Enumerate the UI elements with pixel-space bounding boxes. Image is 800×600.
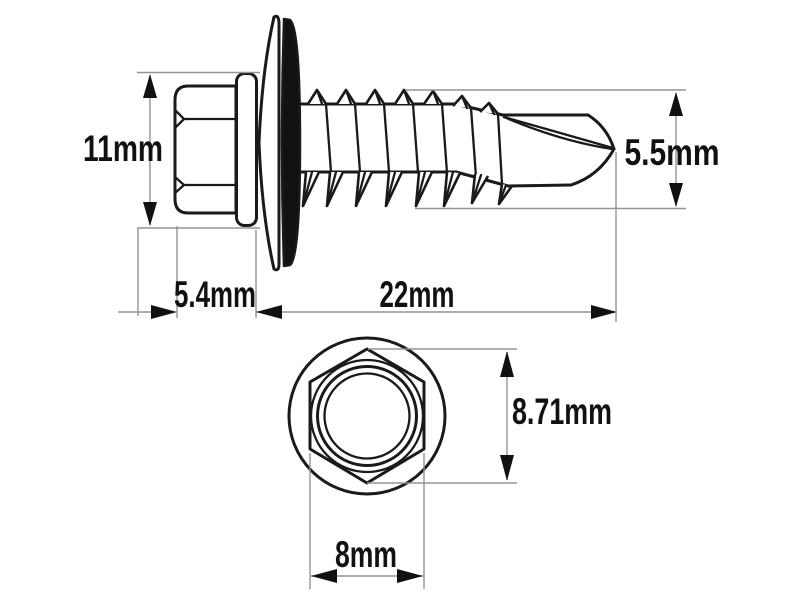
- dimension-across-flats: 8mm: [309, 453, 425, 589]
- screw-top-view: [287, 336, 447, 496]
- dimension-across-corners: 8.71mm: [367, 348, 612, 484]
- washer-outline-circle: [287, 336, 447, 496]
- flange-diameter-label: 11mm: [83, 128, 163, 169]
- dimension-flange-diameter: 11mm: [83, 71, 260, 316]
- dimension-head-length: 5.4mm: [118, 226, 257, 319]
- hex-head-side: [173, 84, 238, 215]
- dimension-thread-length: 22mm: [256, 152, 617, 322]
- metal-washer-dome: [257, 14, 281, 272]
- head-top-circle: [316, 365, 418, 467]
- dimension-thread-diameter: 5.5mm: [405, 89, 720, 210]
- across-flats-label: 8mm: [335, 534, 397, 575]
- head-flange: [235, 72, 258, 227]
- hexagon-outline: [308, 347, 426, 485]
- across-corners-label: 8.71mm: [512, 391, 612, 432]
- boss-circle: [323, 372, 411, 460]
- chamfer-circle: [309, 358, 425, 474]
- thread-shank: [296, 88, 514, 208]
- drill-point: [501, 113, 616, 188]
- sealing-washer: [257, 14, 302, 272]
- head-length-label: 5.4mm: [174, 274, 256, 315]
- screw-side-view: [173, 14, 616, 272]
- rubber-seal: [280, 17, 302, 268]
- thread-diameter-label: 5.5mm: [625, 132, 720, 173]
- thread-length-label: 22mm: [380, 274, 455, 315]
